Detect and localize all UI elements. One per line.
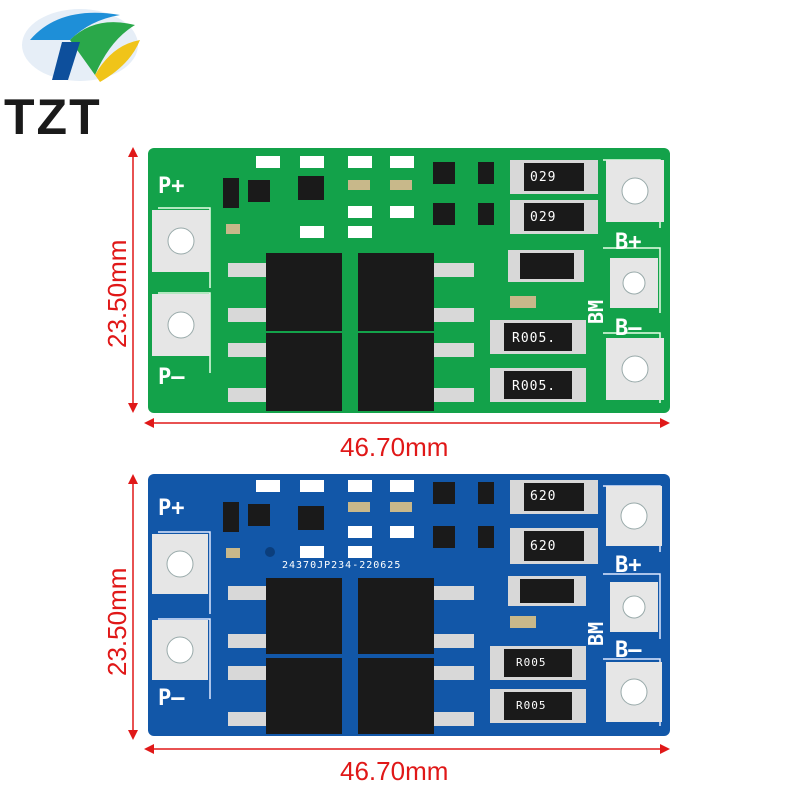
bottom-width-label: 46.70mm: [340, 756, 449, 786]
top-p-plus-label: P+: [158, 174, 185, 199]
bottom-shunt-1-marking: R005: [516, 656, 547, 669]
top-resistor-2-marking: 029: [530, 210, 557, 225]
top-width-dimension-line: [144, 418, 670, 428]
top-shunt-1-marking: R005.: [512, 331, 557, 346]
top-height-dimension-line: [128, 147, 138, 413]
bottom-bm-label: BM: [584, 621, 609, 647]
top-b-plus-label: B+: [615, 230, 642, 255]
top-width-label: 46.70mm: [340, 432, 449, 462]
bottom-height-dimension-line: [128, 474, 138, 740]
bottom-height-label: 23.50mm: [102, 567, 132, 676]
top-pcb-board: [148, 148, 670, 413]
bottom-pcb-board: [148, 474, 670, 736]
top-height-label: 23.50mm: [102, 239, 132, 348]
tzt-logo: [22, 9, 140, 82]
bottom-resistor-2-marking: 620: [530, 539, 557, 554]
top-p-minus-label: P–: [158, 365, 185, 390]
bottom-p-minus-label: P–: [158, 686, 185, 711]
bottom-width-dimension-line: [144, 744, 670, 754]
top-shunt-2-marking: R005.: [512, 379, 557, 394]
top-bm-label: BM: [584, 299, 609, 325]
logo-text: TZT: [4, 89, 102, 145]
bottom-shunt-2-marking: R005: [516, 699, 547, 712]
bottom-b-plus-label: B+: [615, 553, 642, 578]
bottom-serial-marking: 24370JP234-220625: [282, 560, 402, 571]
bottom-p-plus-label: P+: [158, 496, 185, 521]
top-resistor-1-marking: 029: [530, 170, 557, 185]
bottom-resistor-1-marking: 620: [530, 489, 557, 504]
bottom-b-minus-label: B–: [615, 638, 642, 663]
top-b-minus-label: B–: [615, 316, 642, 341]
